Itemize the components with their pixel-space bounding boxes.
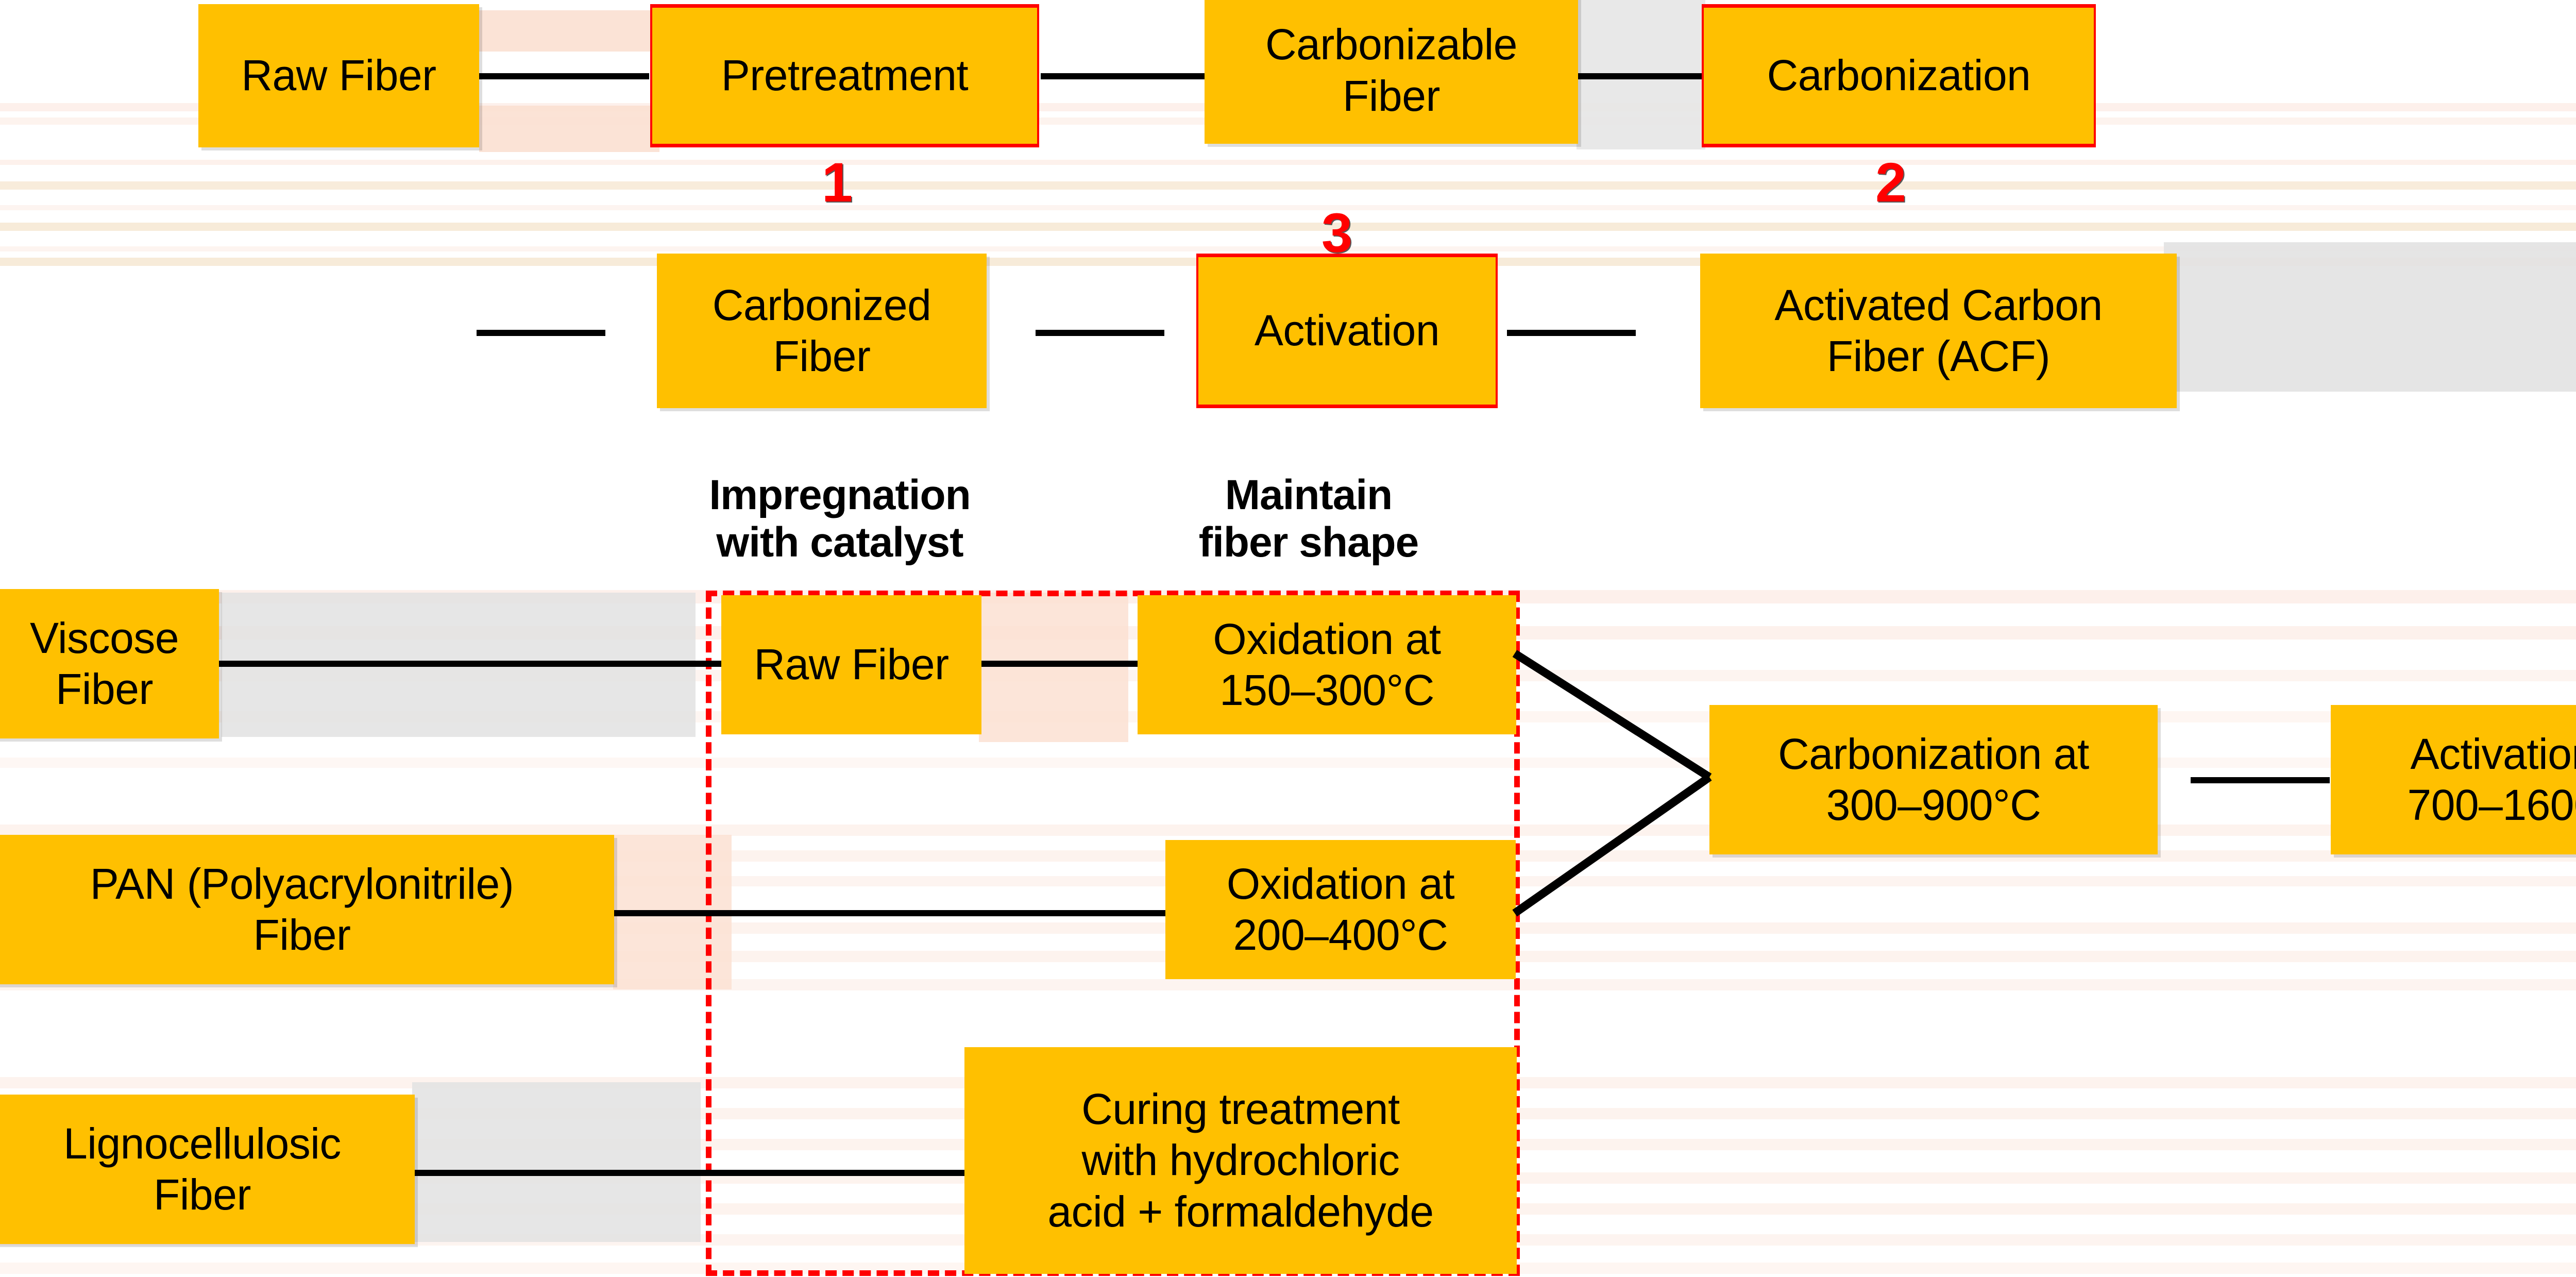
connector-ligno-to-curing <box>415 1170 971 1176</box>
node-lignocellulosic-fiber[interactable]: Lignocellulosic Fiber <box>0 1095 415 1244</box>
bg-stripe <box>0 825 2576 836</box>
node-pan-fiber[interactable]: PAN (Polyacrylonitrile) Fiber <box>0 835 614 984</box>
bg-block <box>479 10 659 52</box>
bg-stripe <box>0 205 2576 210</box>
bg-stripe <box>0 181 2576 190</box>
bg-block <box>2164 242 2576 392</box>
bg-stripe <box>0 223 2576 231</box>
connector-rawfiber-to-oxidation1 <box>981 661 1139 667</box>
caption-maintain-fiber-shape: Maintain fiber shape <box>1198 472 1419 566</box>
connector-pan-to-oxidation2 <box>613 910 1170 916</box>
bg-block <box>479 106 659 152</box>
node-carbonization[interactable]: Carbonization <box>1702 4 2096 147</box>
node-oxidation-200-400[interactable]: Oxidation at 200–400°C <box>1165 840 1516 979</box>
node-raw-fiber-bottom[interactable]: Raw Fiber <box>721 595 981 734</box>
bg-block <box>979 593 1128 742</box>
connector-carbonized-to-activation <box>1036 330 1164 336</box>
connector-viscose-to-rawfiber <box>219 661 721 667</box>
bg-stripe <box>0 160 2576 165</box>
bg-stripe <box>0 758 2576 768</box>
step-number-1: 1 <box>822 151 853 213</box>
step-number-2: 2 <box>1875 151 1907 213</box>
node-carbonized-fiber[interactable]: Carbonized Fiber <box>657 254 987 408</box>
node-oxidation-150-300[interactable]: Oxidation at 150–300°C <box>1138 595 1516 734</box>
bg-stripe <box>0 246 2576 251</box>
node-activated-carbon-fiber[interactable]: Activated Carbon Fiber (ACF) <box>1700 254 2177 408</box>
step-number-3: 3 <box>1321 201 1353 264</box>
node-carbonization-300-900[interactable]: Carbonization at 300–900°C <box>1709 705 2158 854</box>
connector-raw-to-pretreatment <box>479 73 649 79</box>
connector-pretreatment-to-carbonizable <box>1041 73 1206 79</box>
node-activation[interactable]: Activation <box>1196 254 1498 408</box>
node-carbonizable-fiber[interactable]: Carbonizable Fiber <box>1205 0 1578 144</box>
node-curing-treatment[interactable]: Curing treatment with hydrochloric acid … <box>964 1047 1517 1274</box>
node-viscose-fiber[interactable]: Viscose Fiber <box>0 589 219 738</box>
node-activation-700-1600[interactable]: Activation at 700–1600°C <box>2331 705 2576 854</box>
bg-block <box>412 1082 701 1242</box>
connector-activation-to-acf <box>1507 330 1636 336</box>
connector-into-carbonized <box>477 330 605 336</box>
caption-impregnation-with-catalyst: Impregnation with catalyst <box>709 472 971 566</box>
connector-carbonization-to-activation-bottom <box>2191 777 2330 783</box>
node-raw-fiber[interactable]: Raw Fiber <box>198 4 479 147</box>
connector-carbonizable-to-carbonization <box>1575 73 1704 79</box>
node-pretreatment[interactable]: Pretreatment <box>650 4 1039 147</box>
